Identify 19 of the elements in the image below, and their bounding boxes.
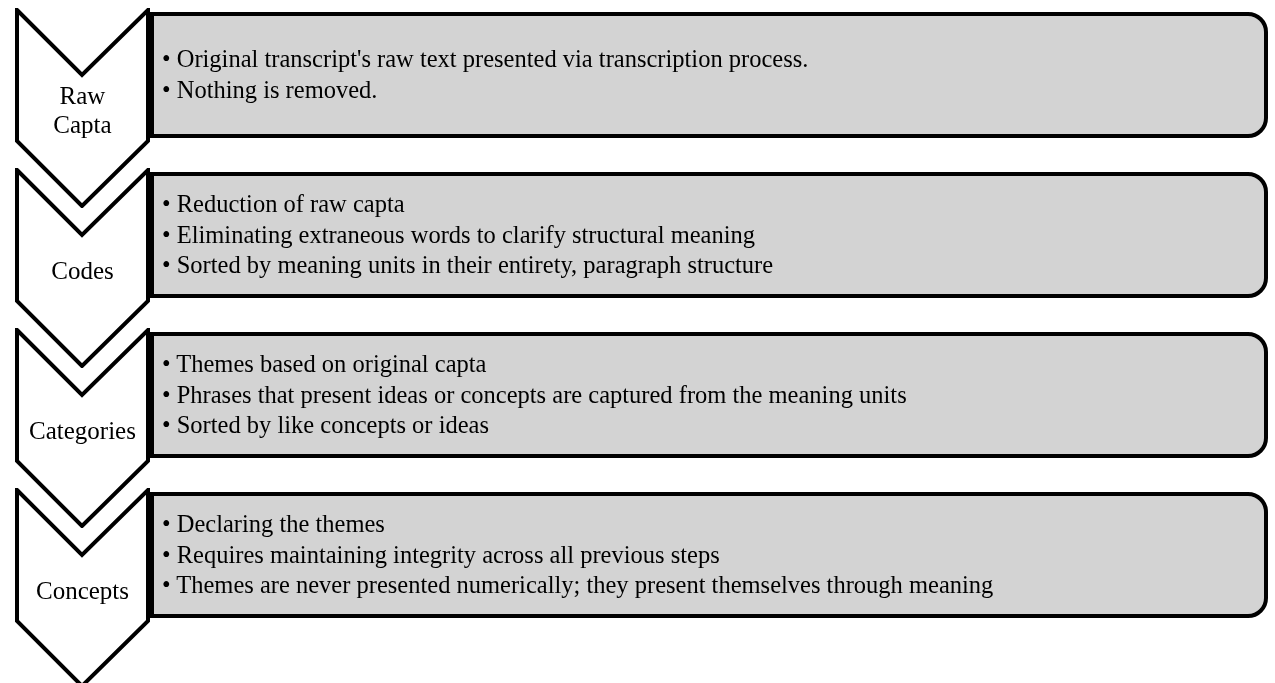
bullet-text: • Sorted by meaning units in their entirety, paragraph structure bbox=[162, 250, 774, 281]
bullet-text: • Phrases that present ideas or concepts are captured from the meaning units bbox=[162, 379, 907, 410]
bullet-text: • Declaring the themes bbox=[162, 509, 385, 540]
description-box bbox=[150, 492, 1268, 618]
bullet-text: • Themes based on original capta bbox=[162, 349, 487, 380]
description-box bbox=[150, 12, 1268, 138]
bullet-text: • Nothing is removed. bbox=[162, 75, 378, 105]
step-label: Codes bbox=[50, 256, 115, 286]
step-label: Concepts bbox=[34, 576, 130, 606]
bullet-text: • Eliminating extraneous words to clarify structural meaning bbox=[162, 219, 755, 250]
bullet-text: • Sorted by like concepts or ideas bbox=[162, 410, 489, 441]
description-box bbox=[150, 332, 1268, 458]
step-label: Raw Capta bbox=[52, 82, 113, 140]
bullet-text: • Reduction of raw capta bbox=[162, 189, 405, 220]
step-label: Categories bbox=[28, 416, 137, 446]
description-box bbox=[150, 172, 1268, 298]
bullet-text: • Themes are never presented numerically; they present themselves through meaning bbox=[162, 570, 994, 601]
bullet-text: • Requires maintaining integrity across all previous steps bbox=[162, 539, 720, 570]
bullet-text: • Original transcript's raw text presented via transcription process. bbox=[162, 44, 809, 75]
